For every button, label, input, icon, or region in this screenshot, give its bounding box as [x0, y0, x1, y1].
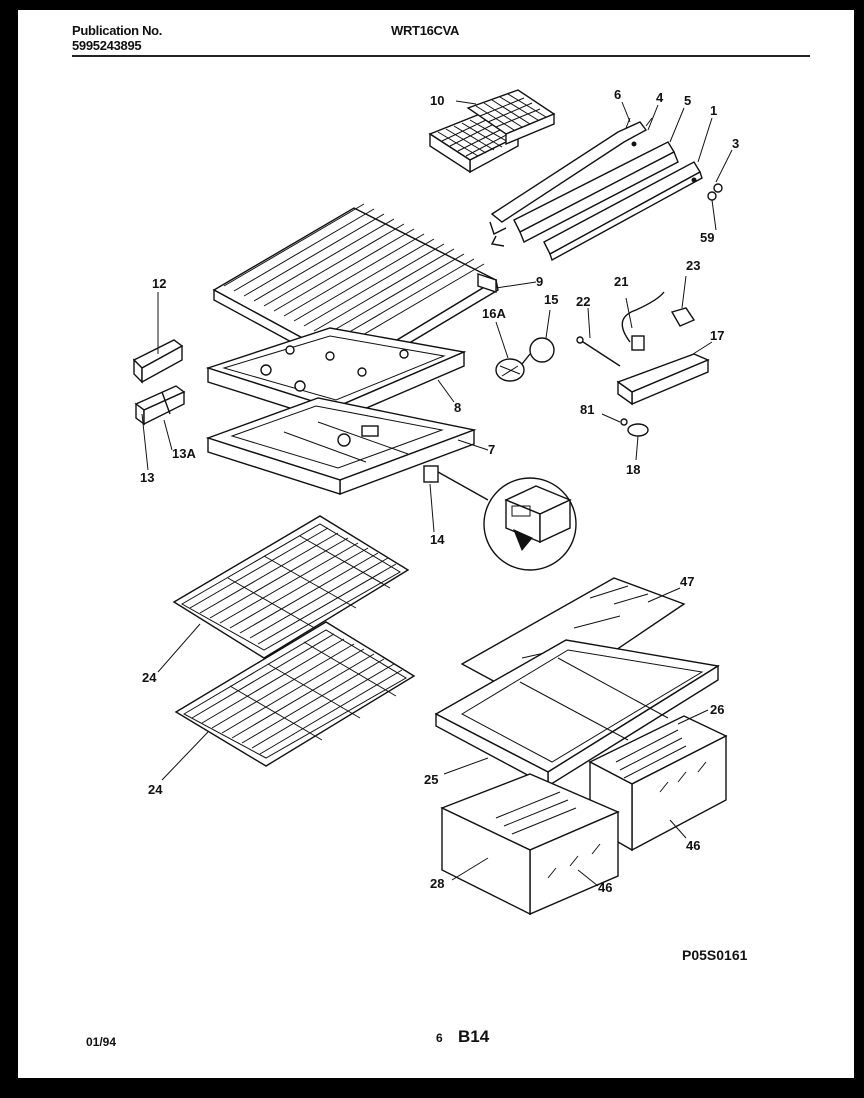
ice-tray-part: [428, 89, 556, 174]
evaporator-rail-part: [489, 117, 723, 262]
publication-label: Publication No.: [72, 23, 163, 38]
callout-18: 18: [626, 462, 640, 477]
drawer-cover-part: [205, 397, 477, 496]
page-number: 6: [436, 1031, 443, 1045]
exploded-parts-diagram: 10 6 4 5 1 3 59 9 12 16A 15 22 21 23 17 …: [86, 87, 748, 1049]
shelf-frame-part: [434, 639, 720, 788]
issue-date: 01/94: [86, 1035, 116, 1049]
callout-10: 10: [430, 93, 444, 108]
callout-25: 25: [424, 772, 438, 787]
crisper-drawer-left: [440, 773, 620, 916]
callout-3: 3: [732, 136, 739, 151]
drawing-code: P05S0161: [682, 947, 748, 963]
model-number: WRT16CVA: [391, 23, 460, 38]
callout-8: 8: [454, 400, 461, 415]
callout-6: 6: [614, 87, 621, 102]
callout-46-right: 46: [686, 838, 700, 853]
brackets-part: [132, 339, 186, 426]
callout-13a: 13A: [172, 446, 196, 461]
callout-4: 4: [656, 90, 664, 105]
callout-7: 7: [488, 442, 495, 457]
callout-21: 21: [614, 274, 628, 289]
header-rule: [72, 55, 810, 57]
section-code: B14: [458, 1027, 490, 1046]
leader-lines: [141, 100, 733, 887]
publication-number: 5995243895: [72, 38, 142, 53]
callout-12: 12: [152, 276, 166, 291]
callout-15: 15: [544, 292, 558, 307]
callout-47: 47: [680, 574, 694, 589]
callout-14: 14: [430, 532, 445, 547]
callout-labels: 10 6 4 5 1 3 59 9 12 16A 15 22 21 23 17 …: [140, 87, 739, 895]
wire-shelf-lower: [174, 621, 416, 767]
callout-9: 9: [536, 274, 543, 289]
callout-1: 1: [710, 103, 717, 118]
parts-sheet: Publication No. 5995243895 WRT16CVA: [18, 10, 854, 1078]
callout-17: 17: [710, 328, 724, 343]
callout-28: 28: [430, 876, 444, 891]
callout-23: 23: [686, 258, 700, 273]
callout-5: 5: [684, 93, 691, 108]
callout-22: 22: [576, 294, 590, 309]
callout-24-lower: 24: [148, 782, 163, 797]
light-parts: [495, 291, 710, 437]
callout-59: 59: [700, 230, 714, 245]
callout-16a: 16A: [482, 306, 506, 321]
callout-81: 81: [580, 402, 594, 417]
damper-part: [423, 465, 577, 571]
callout-24-upper: 24: [142, 670, 157, 685]
callout-46-left: 46: [598, 880, 612, 895]
wire-shelf-upper: [172, 515, 410, 659]
callout-26: 26: [710, 702, 724, 717]
callout-13: 13: [140, 470, 154, 485]
